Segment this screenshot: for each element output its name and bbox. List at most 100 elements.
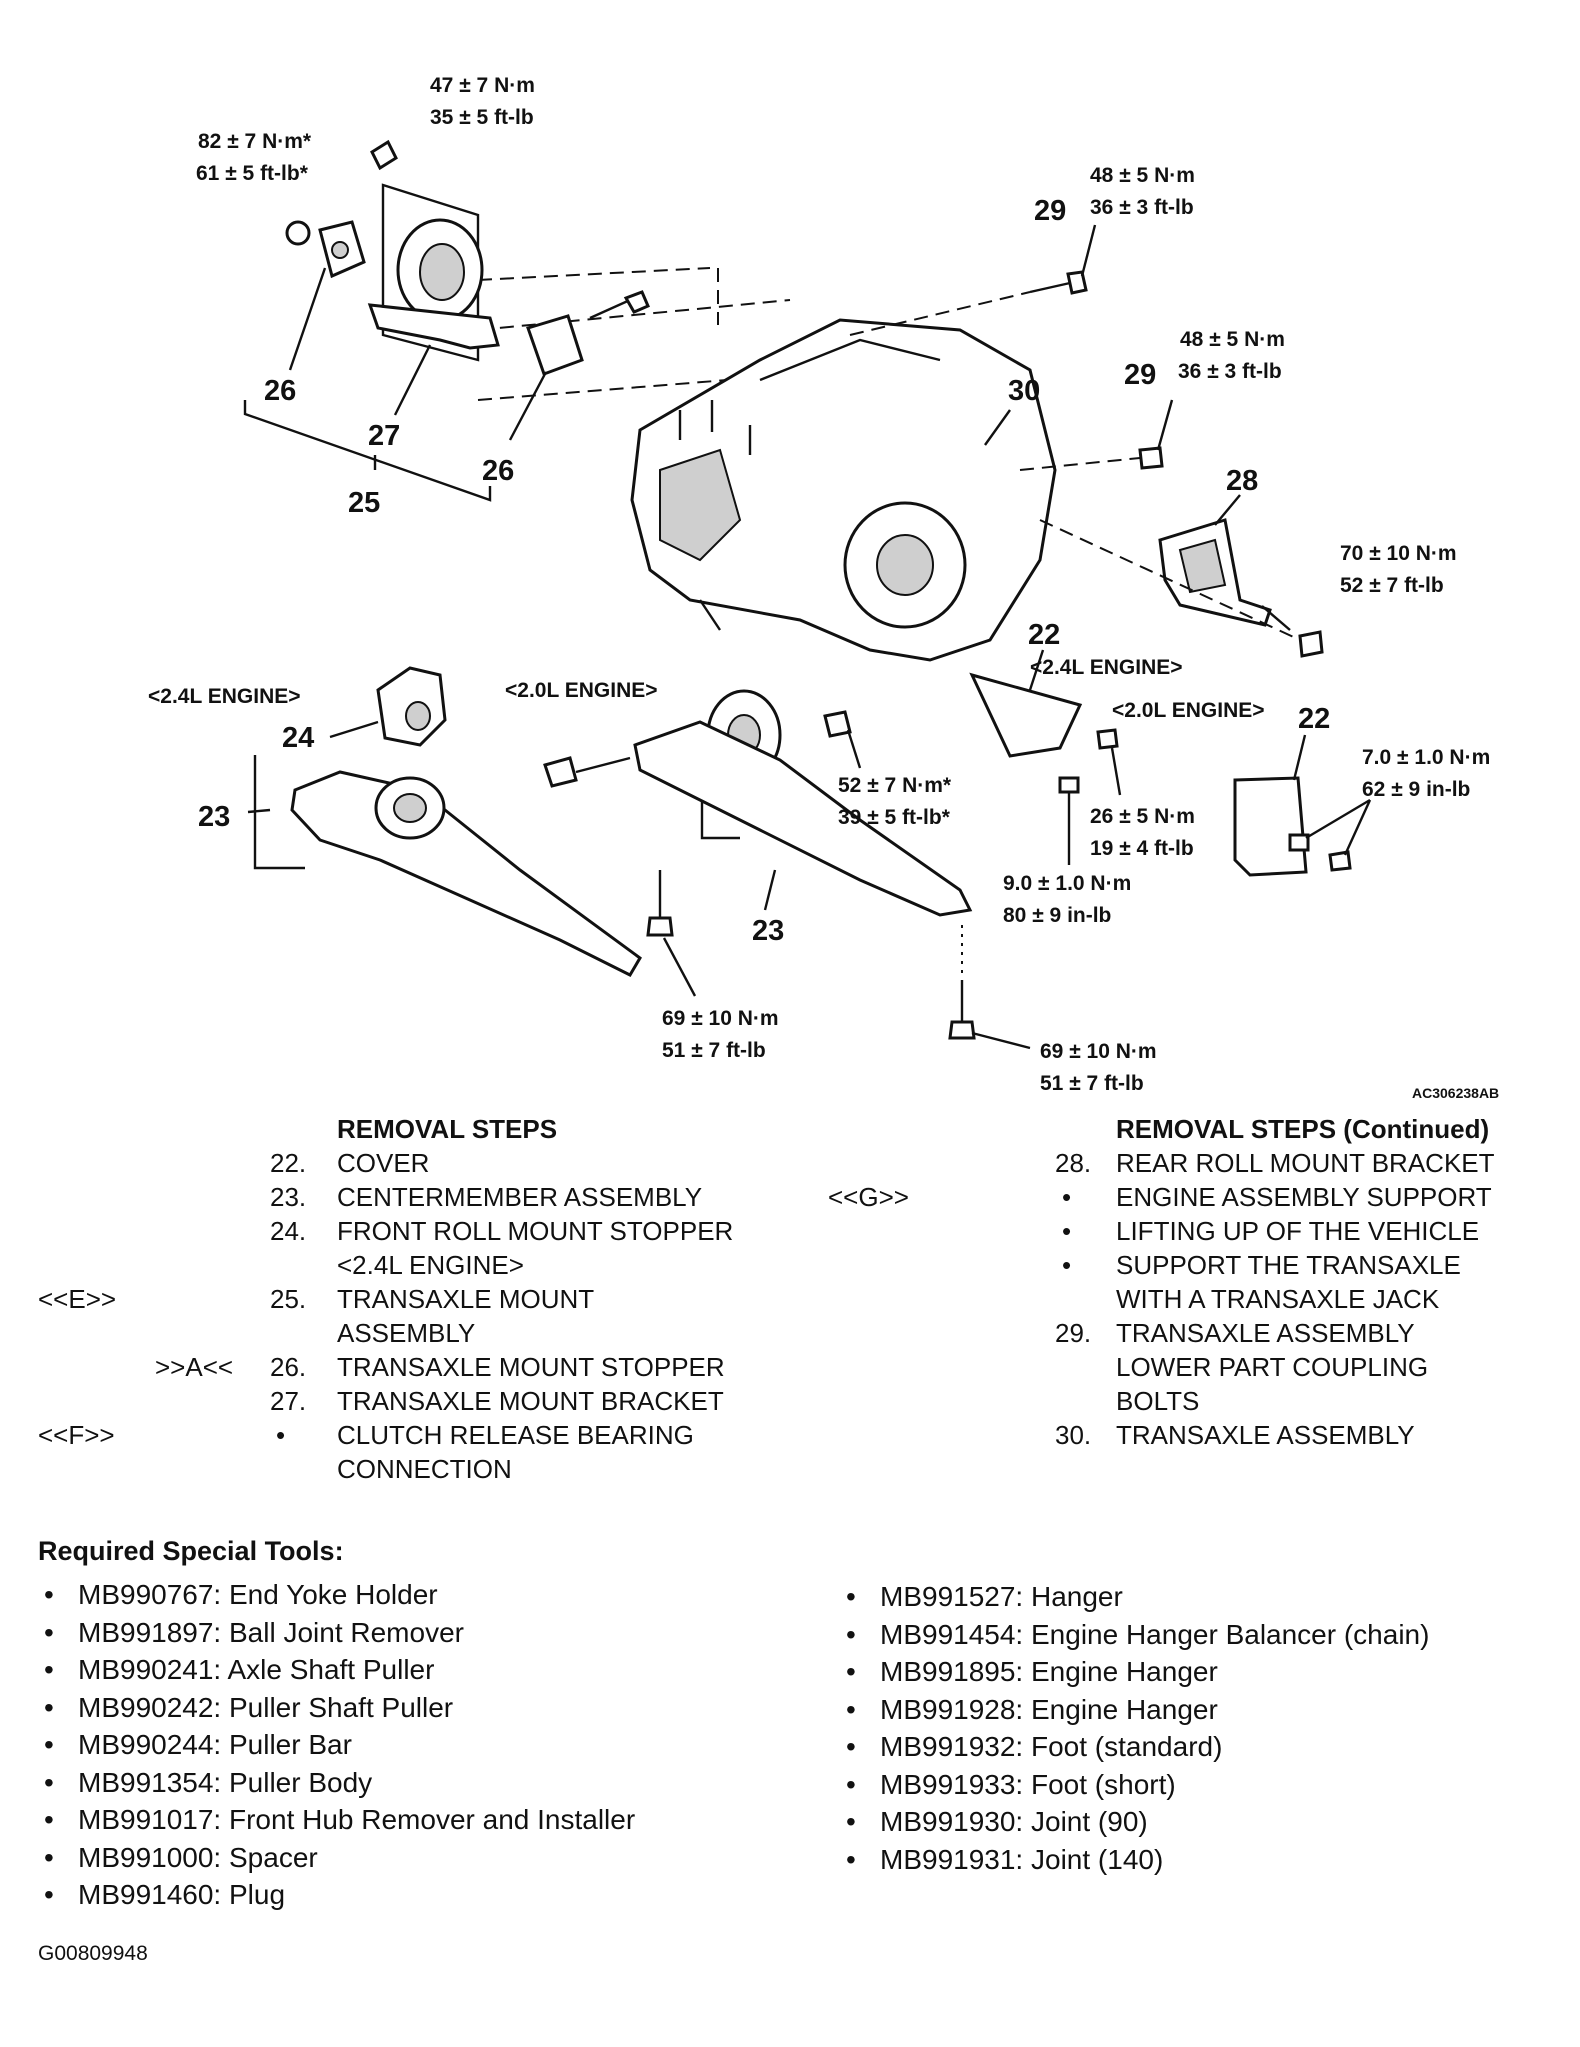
stopper-26-right [526,314,584,376]
callout-27: 27 [368,420,400,452]
torque-82-nm: 82 ± 7 N·m* [198,130,312,153]
bolt-29-shaft [1029,281,1071,294]
nut-82 [285,220,311,246]
step-text: ENGINE ASSEMBLY SUPPORT [1116,1182,1492,1212]
bolt-69a-head [646,916,674,937]
bolt-7a [1288,833,1310,852]
step-number: • [1062,1182,1072,1212]
centermember-23-mid [633,720,973,917]
step-number: 22. [270,1148,307,1178]
leader-29b [1156,399,1174,451]
step-text: REAR ROLL MOUNT BRACKET [1116,1148,1495,1178]
step-marker: <<E>> [38,1284,117,1314]
leader-22a [1028,649,1045,691]
torque-47-nm: 47 ± 7 N·m [430,74,535,97]
leader-22b [1292,734,1307,781]
step-marker: <<F>> [38,1420,115,1450]
engine-label-2-0l-right: <2.0L ENGINE> [1112,699,1265,722]
engine-label-2-0l-mid: <2.0L ENGINE> [505,679,658,702]
step-number: • [276,1420,286,1450]
cover-22-2-0l [1233,776,1308,877]
bracket-23-left [253,755,305,870]
leader-30 [984,409,1011,446]
step-number: 23. [270,1182,307,1212]
step-marker: <<G>> [828,1182,909,1212]
bolt-7b [1328,850,1352,872]
bolt-shaft [589,298,631,320]
bolt-9-head [1058,776,1080,794]
torque-26-ftlb: 19 ± 4 ft-lb [1090,837,1194,860]
bracket-23-mid [700,800,740,840]
special-tool-item: MB990767: End Yoke Holder [38,1576,635,1614]
special-tool-item: MB990244: Puller Bar [38,1726,635,1764]
torque-48a-ftlb: 36 ± 3 ft-lb [1090,196,1194,219]
transaxle-assembly [630,224,1174,662]
step-number: • [1062,1250,1072,1280]
special-tool-item: MB990242: Puller Shaft Puller [38,1689,635,1727]
torque-48b-ftlb: 36 ± 3 ft-lb [1178,360,1282,383]
bolt-29b-path [1019,457,1141,471]
torque-69a-ftlb: 51 ± 7 ft-lb [662,1039,766,1062]
special-tool-item: MB991932: Foot (standard) [840,1728,1429,1766]
callout-30: 30 [1008,375,1040,407]
step-text: TRANSAXLE ASSEMBLY [1116,1318,1415,1348]
leader-7b [1343,799,1372,856]
step-text: ASSEMBLY [337,1318,476,1348]
special-tool-item: MB991454: Engine Hanger Balancer (chain) [840,1616,1429,1654]
step-number: • [1062,1216,1072,1246]
leader-23b [763,869,777,911]
torque-48b-nm: 48 ± 5 N·m [1180,328,1285,351]
special-tools-heading: Required Special Tools: [38,1536,344,1566]
callout-26a: 26 [264,375,296,407]
torque-47-ftlb: 35 ± 5 ft-lb [430,106,534,129]
bolt-70-path [1039,519,1301,641]
bolt-shaft-mid [575,756,631,774]
bolt-head [623,290,650,314]
nut-47 [370,139,398,171]
bracket-28-face [1178,538,1227,594]
callout-22b: 22 [1298,703,1330,735]
removal-steps-continued-heading: REMOVAL STEPS (Continued) [1116,1114,1490,1144]
torque-7-inlb: 62 ± 9 in-lb [1362,778,1470,801]
dashed-guide [477,374,791,401]
special-tools-list-right: MB991527: HangerMB991454: Engine Hanger … [840,1578,1429,1878]
step-number: 28. [1055,1148,1092,1178]
torque-26-nm: 26 ± 5 N·m [1090,805,1195,828]
step-text: FRONT ROLL MOUNT STOPPER [337,1216,734,1246]
bolt-29-path [849,291,1031,336]
torque-69a-nm: 69 ± 10 N·m [662,1007,779,1030]
step-number: 24. [270,1216,307,1246]
special-tool-item: MB991928: Engine Hanger [840,1691,1429,1729]
leader-26-left [288,267,327,371]
step-number: 27. [270,1386,307,1416]
torque-52-nm: 52 ± 7 N·m* [838,774,952,797]
leader-24 [329,720,379,739]
leader-27 [393,344,432,416]
torque-69b-nm: 69 ± 10 N·m [1040,1040,1157,1063]
input-shaft [876,534,934,596]
special-tool-item: MB991460: Plug [38,1876,635,1914]
torque-9-nm: 9.0 ± 1.0 N·m [1003,872,1131,895]
leader-29a [1080,224,1097,277]
rear-roll-mount-bracket [1039,494,1324,658]
cover-22-2-4l [969,672,1083,758]
leader-69b [971,1031,1031,1050]
bolt-26-torque [1096,728,1119,750]
bracket-28-rod [1261,605,1291,631]
special-tool-item: MB991354: Puller Body [38,1764,635,1802]
transaxle-end-cover [659,448,742,562]
step-text: TRANSAXLE ASSEMBLY [1116,1420,1415,1450]
callout-29a: 29 [1034,195,1066,227]
callout-23a: 23 [198,801,230,833]
step-text: TRANSAXLE MOUNT STOPPER [337,1352,725,1382]
leader-69a [662,937,697,997]
special-tool-item: MB991931: Joint (140) [840,1841,1429,1879]
nut-52 [823,710,852,738]
engine-label-2-4l-left: <2.4L ENGINE> [148,685,301,708]
callout-26b: 26 [482,455,514,487]
special-tool-item: MB990241: Axle Shaft Puller [38,1651,635,1689]
leader-23a [247,808,271,814]
step-text: LOWER PART COUPLING [1116,1352,1429,1382]
stopper-hole [331,241,349,259]
torque-70-nm: 70 ± 10 N·m [1340,542,1457,565]
